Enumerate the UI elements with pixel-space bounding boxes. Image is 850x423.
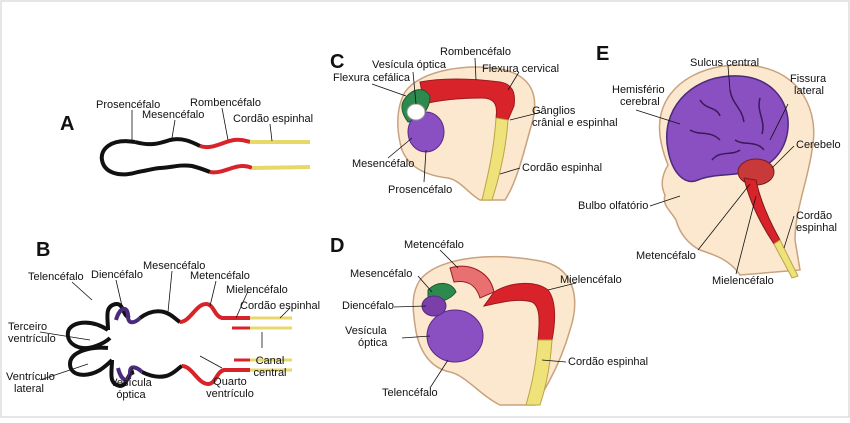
- label-b-mielencefalo: Mielencéfalo: [226, 284, 288, 296]
- panel-b-red-inner: [232, 326, 250, 362]
- panel-a-rhombencephalon: [199, 137, 253, 175]
- panel-a-spinal-cord: [250, 140, 311, 170]
- label-d-mesencefalo: Mesencéfalo: [350, 268, 413, 280]
- label-b-terceiro-2: ventrículo: [8, 333, 56, 345]
- panel-e-letter: E: [596, 43, 610, 65]
- label-b-canal-2: central: [253, 367, 287, 379]
- panel-c-optic-vesicle: [406, 103, 426, 121]
- label-c-flexura-cefalica: Flexura cefálica: [333, 72, 411, 84]
- label-b-optica-1: Vesícula: [110, 377, 152, 389]
- label-b-metencefalo: Metencéfalo: [190, 270, 250, 282]
- panel-b-telencephalon: [65, 320, 114, 377]
- label-d-telencefalo: Telencéfalo: [382, 387, 438, 399]
- label-e-cerebelo: Cerebelo: [796, 139, 841, 151]
- label-e-bulbo: Bulbo olfatório: [578, 200, 649, 212]
- panel-b-diencephalon: [114, 307, 144, 382]
- panel-a-neural-tube: [99, 137, 311, 177]
- panel-b-five-vesicles: [65, 301, 292, 389]
- leader-lines: [39, 57, 795, 389]
- panel-d-spinal-cord: [525, 339, 553, 406]
- label-b-quarto-2: ventrículo: [206, 388, 254, 400]
- label-a-cordao: Cordão espinhal: [233, 113, 314, 125]
- label-b-diencefalo: Diencéfalo: [91, 269, 143, 281]
- panel-b-upper-tube: [105, 302, 131, 331]
- panel-d-embryo: [412, 255, 576, 406]
- label-c-vesicula: Vesícula óptica: [372, 59, 446, 71]
- label-d-cordao: Cordão espinhal: [568, 356, 649, 368]
- label-d-diencefalo: Diencéfalo: [342, 300, 394, 312]
- panel-c-embryo: [397, 66, 536, 201]
- label-e-sulcus: Sulcus central: [690, 57, 760, 69]
- label-e-cordao-2: espinhal: [796, 222, 837, 234]
- label-a-mesencefalo: Mesencéfalo: [142, 109, 205, 121]
- panel-c-spinal-cord: [481, 117, 509, 201]
- label-e-fissura-2: lateral: [794, 85, 824, 97]
- label-c-prosencefalo: Prosencéfalo: [388, 184, 453, 196]
- label-e-hemisferio-2: cerebral: [620, 96, 660, 108]
- label-b-lateral-1: Ventrículo: [6, 371, 55, 383]
- label-b-telencefalo: Telencéfalo: [28, 271, 84, 283]
- label-c-cordao: Cordão espinhal: [522, 162, 603, 174]
- panel-e-cerebral-hemisphere: [666, 75, 789, 183]
- panel-d-telencephalon: [426, 309, 484, 363]
- panel-a-mesencephalon: [134, 137, 211, 174]
- label-e-fissura-1: Fissura: [790, 73, 827, 85]
- panel-b-letter: B: [36, 239, 51, 261]
- label-b-mesencefalo: Mesencéfalo: [143, 260, 206, 272]
- label-d-optica-1: Vesícula: [345, 325, 387, 337]
- label-c-ganglios-2: crânial e espinhal: [532, 117, 618, 129]
- label-e-mielencefalo: Mielencéfalo: [712, 275, 774, 287]
- label-c-mesencefalo: Mesencéfalo: [352, 158, 415, 170]
- label-b-lateral-2: lateral: [14, 383, 44, 395]
- label-b-canal-1: Canal: [255, 355, 285, 367]
- panel-b-mesencephalon: [138, 309, 184, 379]
- label-c-ganglios-1: Gânglios: [532, 105, 576, 117]
- label-c-flexura-cervical: Flexura cervical: [482, 63, 560, 75]
- panel-a-prosencephalon: [99, 139, 161, 177]
- panel-e-sulci: [689, 89, 765, 161]
- panel-b-spinal-cord: [250, 316, 292, 372]
- panel-b-myelencephalon: [232, 316, 250, 372]
- panel-d-metencephalon: [449, 265, 495, 299]
- panel-b-metencephalon: [179, 301, 234, 387]
- label-c-rombencefalo: Rombencéfalo: [440, 46, 511, 58]
- panel-d-letter: D: [330, 235, 345, 257]
- panel-e-adult-head: [658, 64, 815, 279]
- panel-a-letter: A: [60, 113, 75, 135]
- panel-c-letter: C: [330, 51, 345, 73]
- label-a-prosencefalo: Prosencéfalo: [96, 99, 161, 111]
- label-e-metencefalo: Metencéfalo: [636, 250, 696, 262]
- label-a-rombencefalo: Rombencéfalo: [190, 97, 261, 109]
- label-d-optica-2: óptica: [358, 337, 388, 349]
- label-e-cordao-1: Cordão: [796, 210, 833, 222]
- label-e-hemisferio-1: Hemisfério: [612, 84, 665, 96]
- label-b-optica-2: óptica: [116, 389, 146, 401]
- label-b-quarto-1: Quarto: [213, 376, 247, 388]
- label-b-cordao: Cordão espinhal: [240, 300, 321, 312]
- label-d-mielencefalo: Mielencéfalo: [560, 274, 622, 286]
- label-b-terceiro-1: Terceiro: [8, 321, 48, 333]
- label-d-metencefalo: Metencéfalo: [404, 239, 464, 251]
